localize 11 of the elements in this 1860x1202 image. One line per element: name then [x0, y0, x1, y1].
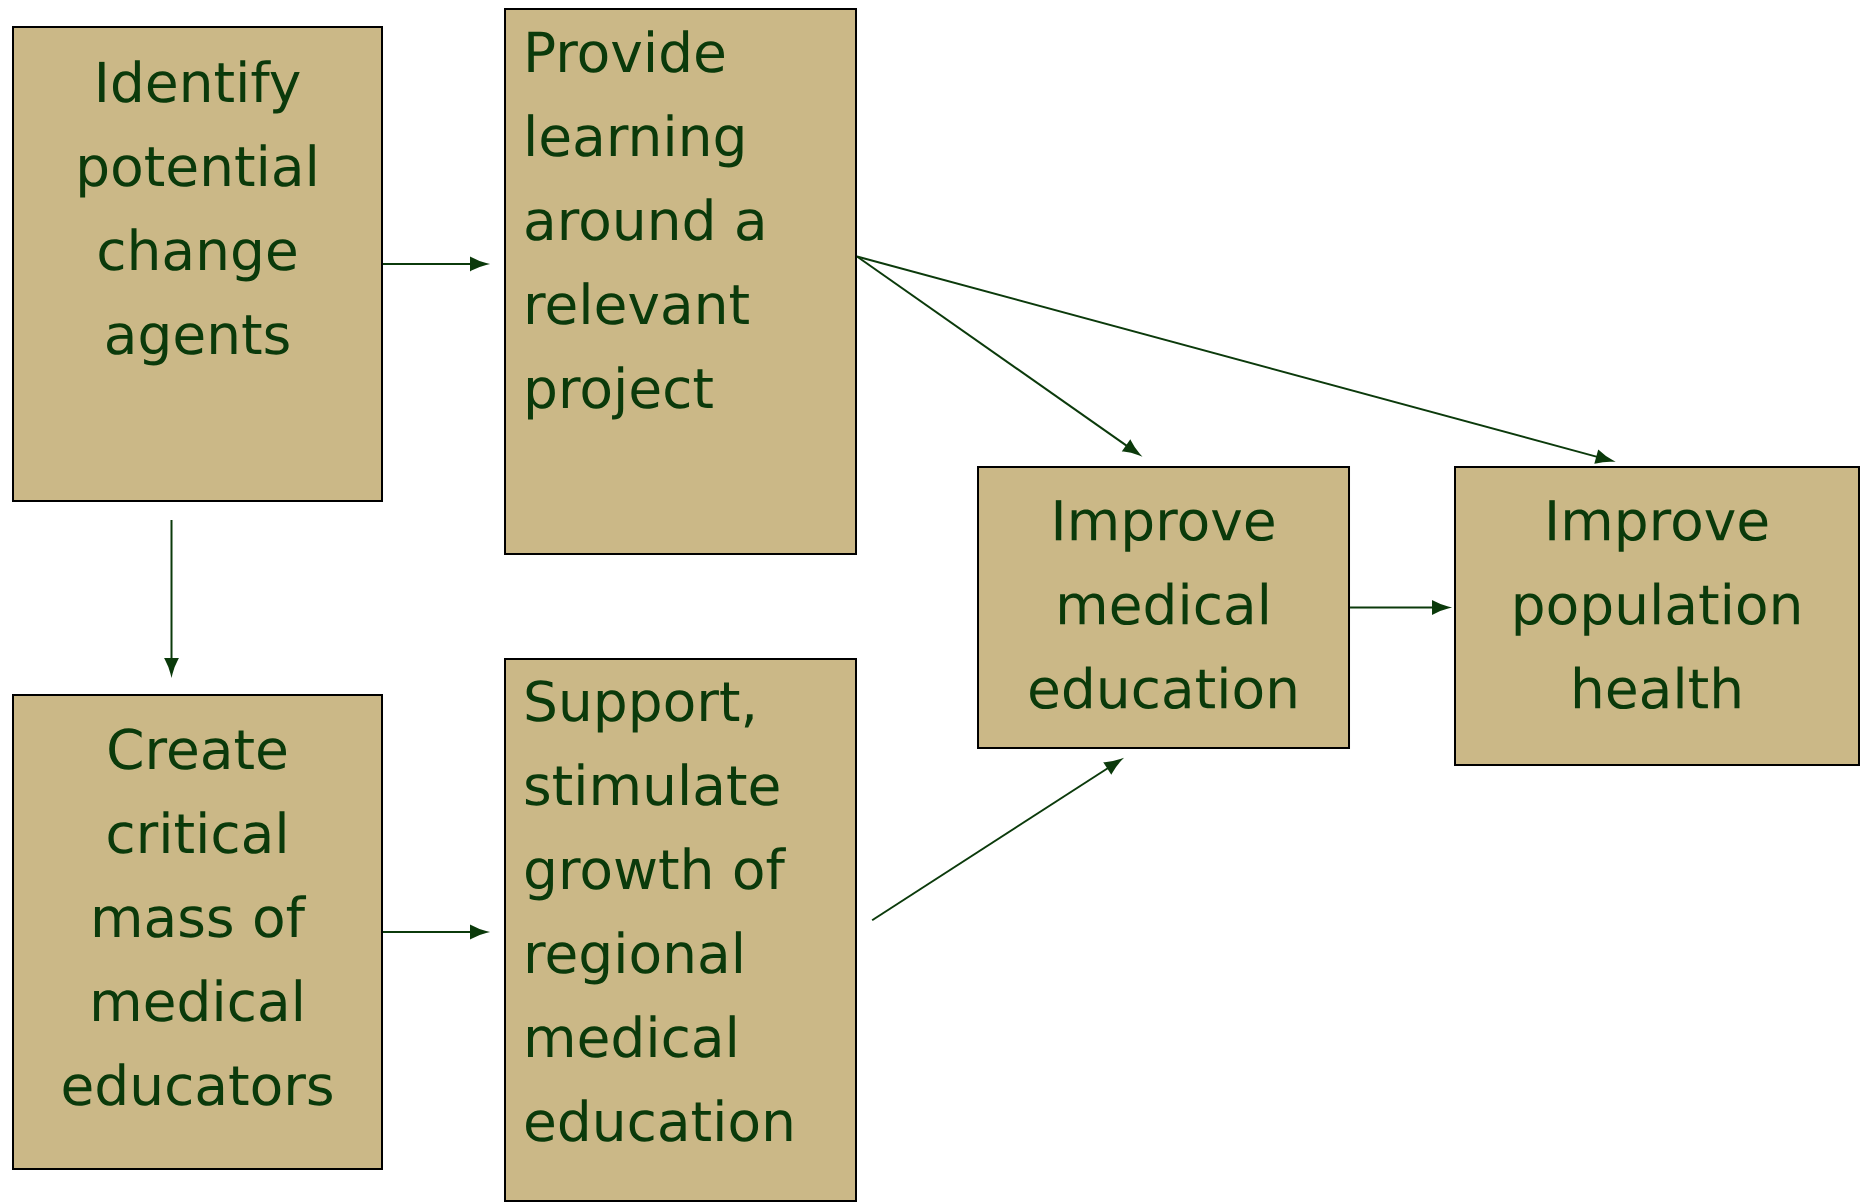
process-box: Identify potential change agents [12, 26, 383, 502]
arrow [382, 925, 487, 939]
arrow [856, 255, 1613, 464]
process-box: Provide learning around a relevant project [504, 8, 857, 555]
process-box: Create critical mass of medical educators [12, 694, 383, 1170]
arrow [382, 257, 487, 271]
process-box: Support, stimulate growth of regional medical education [504, 658, 857, 1202]
arrow [871, 758, 1122, 922]
process-box: Improve population health [1454, 466, 1860, 766]
process-box: Improve medical education [977, 466, 1350, 749]
arrow [856, 255, 1141, 456]
